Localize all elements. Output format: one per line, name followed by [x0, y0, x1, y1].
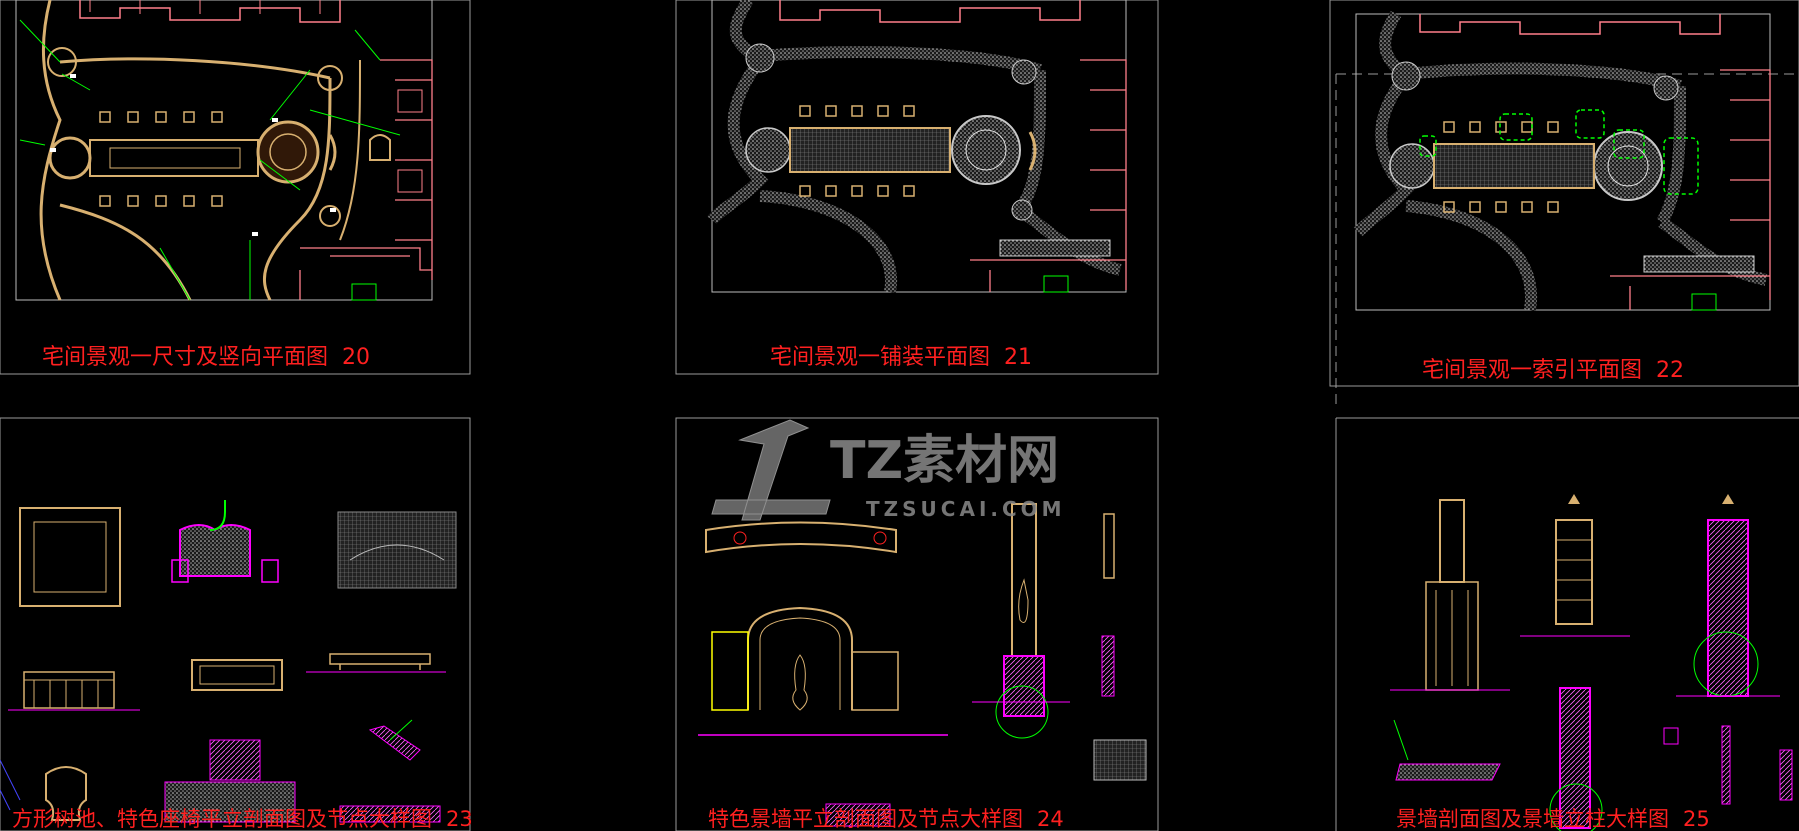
- watermark: TZ素材网 TZSUCAI.COM: [711, 419, 1066, 521]
- sheet-frame: [0, 417, 471, 831]
- site-plan-index: [1353, 10, 1771, 311]
- sheet-frame: [675, 417, 1159, 831]
- site-plan-paving: [707, 0, 1127, 294]
- detail-drawings: [698, 503, 1147, 827]
- watermark-brand: TZ素材网: [830, 431, 1059, 491]
- detail-drawings: [0, 500, 457, 823]
- watermark-logo-icon: [711, 419, 831, 521]
- site-plan-dimension: [19, 0, 433, 301]
- watermark-url: TZSUCAI.COM: [866, 497, 1066, 521]
- sheet-frame: [675, 0, 1159, 375]
- detail-drawings: [1390, 494, 1793, 831]
- sheet-frame: [1329, 0, 1799, 387]
- sheet-frame: [0, 0, 471, 375]
